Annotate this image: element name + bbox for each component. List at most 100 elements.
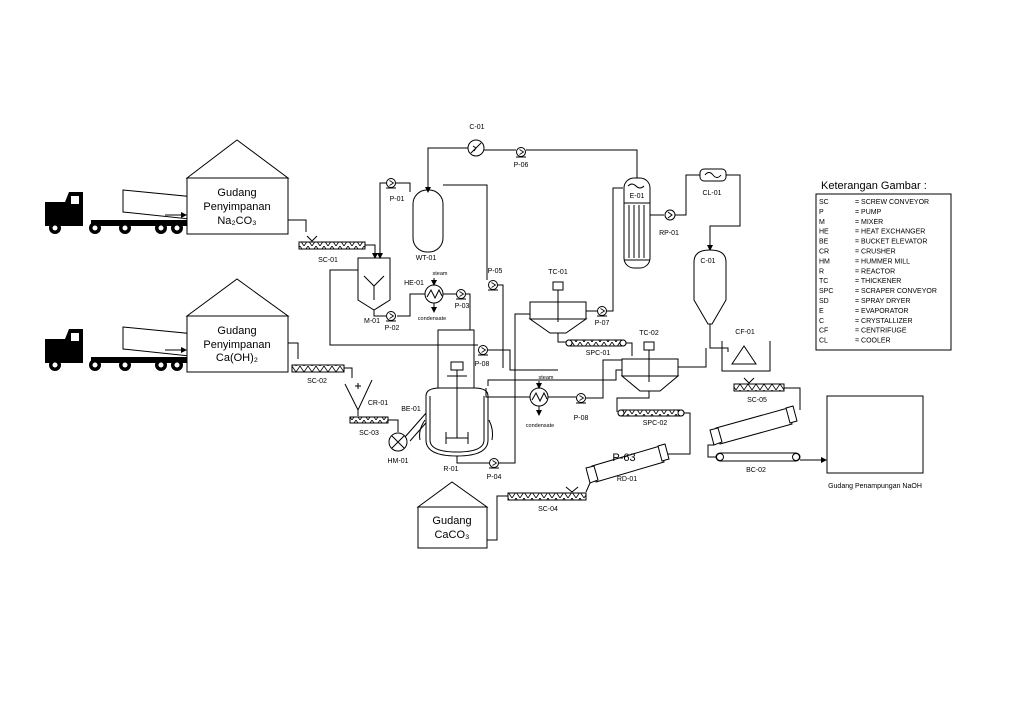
legend-desc: = THICKENER [855, 278, 901, 285]
legend-desc: = CRUSHER [855, 249, 896, 256]
thickener-tc01: TC-01 [528, 269, 588, 334]
legend-code: BE [819, 239, 829, 246]
legend-code: HE [819, 229, 829, 236]
condensate-label: condensate [418, 316, 446, 322]
legend-title: Keterangan Gambar : [821, 180, 927, 192]
reactor-r01: R-01 [425, 361, 489, 473]
legend-desc: = EVAPORATOR [855, 308, 909, 315]
warehouse-naoh: Gudang Penampungan NaOH [826, 395, 924, 490]
equipment-label: SC-05 [747, 397, 767, 404]
warehouse-label: CaCO₃ [434, 529, 469, 541]
equipment-label: CL-01 [702, 190, 721, 197]
legend-desc: = CRYSTALLIZER [855, 318, 913, 325]
legend-code: P [819, 209, 824, 216]
pump-icon [575, 393, 587, 404]
equipment-label: P-08 [475, 361, 490, 368]
pump-icon [488, 458, 500, 469]
evaporator-e01: E-01 [623, 177, 651, 269]
legend-desc: = HEAT EXCHANGER [855, 229, 925, 236]
screw-conveyor-sc04: SC-04 [507, 486, 587, 513]
warehouse-caoh2: Gudang Penyimpanan Ca(OH)₂ [185, 278, 290, 373]
legend-code: R [819, 268, 824, 275]
legend-desc: = COOLER [855, 338, 891, 345]
warehouse-na2co3: Gudang Penyimpanan Na₂CO₃ [185, 139, 290, 235]
equipment-label: C-01 [469, 124, 484, 131]
warehouse-label: Gudang [217, 325, 256, 337]
equipment-label: SPC-01 [586, 350, 611, 357]
equipment-label: P-07 [595, 320, 610, 327]
pump-icon [664, 209, 676, 221]
legend-code: SC [819, 199, 829, 206]
legend-code: CL [819, 338, 828, 345]
hammer-mill-hm01: HM-01 [387, 432, 409, 465]
warehouse-label: Gudang [432, 515, 471, 527]
legend-desc: = BUCKET ELEVATOR [855, 239, 927, 246]
warehouse-label: Gudang [217, 187, 256, 199]
steam-label: steam [539, 375, 554, 381]
equipment-label: CF-01 [735, 329, 755, 336]
legend: Keterangan Gambar : SC = SCREW CONVEYOR P =… [815, 180, 952, 351]
crusher-cr01: CR-01 [344, 379, 388, 412]
crystallizer-c01: C-01 [693, 249, 727, 325]
cooler-cl01: CL-01 [699, 168, 727, 197]
steam-label: steam [433, 271, 448, 277]
equipment-label: RP-01 [659, 230, 679, 237]
scraper-conveyor-spc02: SPC-02 [617, 409, 685, 427]
legend-code: CR [819, 249, 829, 256]
legend-desc: = MIXER [855, 219, 883, 226]
screw-conveyor-sc05: SC-05 [733, 377, 785, 404]
legend-desc: = CENTRIFUGE [855, 328, 907, 335]
heat-exchanger-he01: HE-01 steam condensate [404, 271, 448, 322]
pump-icon [487, 280, 499, 291]
equipment-label: SPC-02 [643, 420, 668, 427]
equipment-label: HM-01 [387, 458, 408, 465]
pump-icon [385, 178, 397, 189]
legend-code: E [819, 308, 824, 315]
warehouse-label: Gudang Penampungan NaOH [828, 483, 922, 490]
equipment-label: SC-04 [538, 506, 558, 513]
equipment-label: P-63 [612, 452, 635, 464]
legend-code: SD [819, 298, 829, 305]
rotary-dryer-rd01: P-63 RD-01 [585, 443, 670, 484]
equipment-label: P-02 [385, 325, 400, 332]
legend-code: M [819, 219, 825, 226]
equipment-label: C-01 [700, 258, 715, 265]
equipment-label: P-01 [390, 196, 405, 203]
screw-conveyor-sc03: SC-03 [349, 416, 389, 437]
equipment-label: P-03 [455, 303, 470, 310]
equipment-label: E-01 [630, 193, 645, 200]
warehouse-label: Ca(OH)₂ [216, 352, 258, 364]
centrifuge-cf01: CF-01 [721, 329, 771, 372]
legend-code: C [819, 318, 824, 325]
water-tank-wt01: WT-01 [412, 189, 444, 262]
equipment-label: P-05 [488, 268, 503, 275]
warehouse-label: Penyimpanan [203, 201, 270, 213]
warehouse-label: Na₂CO₃ [217, 215, 256, 227]
legend-desc: = SCREW CONVEYOR [855, 199, 929, 206]
pump-icon [477, 345, 489, 356]
pump-icon [455, 289, 467, 300]
pump-icon [515, 147, 527, 158]
pump-icon [385, 311, 397, 322]
legend-desc: = SCRAPER CONVEYOR [855, 288, 937, 295]
equipment-label: TC-02 [639, 330, 659, 337]
pump-icon [596, 306, 608, 317]
equipment-label: P-04 [487, 474, 502, 481]
dryer-rotary-2 [709, 405, 798, 446]
truck-icon [44, 189, 206, 235]
legend-desc: = HUMMER MILL [855, 258, 910, 265]
screw-conveyor-sc01: SC-01 [298, 235, 366, 264]
equipment-label: TC-01 [548, 269, 568, 276]
legend-code: HM [819, 258, 830, 265]
equipment-label: P-06 [514, 162, 529, 169]
scraper-conveyor-spc01: SPC-01 [565, 339, 627, 357]
equipment-label: R-01 [443, 466, 458, 473]
thickener-tc02: TC-02 [620, 330, 680, 392]
belt-conveyor-bc02: BC-02 [715, 452, 801, 474]
equipment-label: M-01 [364, 318, 380, 325]
legend-code: TC [819, 278, 828, 285]
legend-code: CF [819, 328, 828, 335]
equipment-label: WT-01 [416, 255, 437, 262]
equipment-label: CR-01 [368, 400, 388, 407]
